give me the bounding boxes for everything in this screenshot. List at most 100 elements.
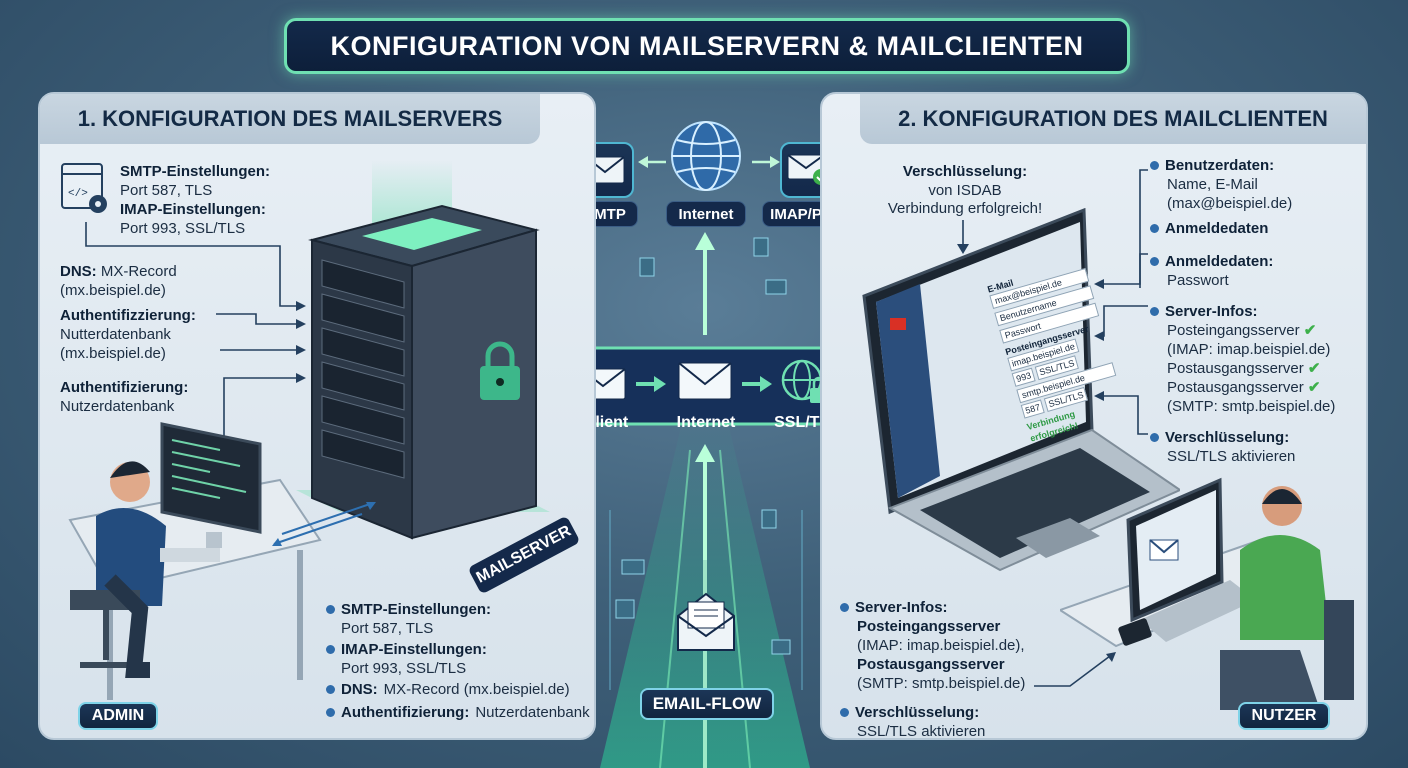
- auth1-value-2: (mx.beispiel.de): [60, 345, 166, 362]
- bullet-dot: [1150, 257, 1159, 266]
- user-data-line1: Name, E-Mail: [1167, 176, 1258, 193]
- bullet-dot: [1150, 161, 1159, 170]
- bullet-dot: [326, 605, 335, 614]
- summary-item: IMAP-Einstellungen:: [326, 640, 590, 659]
- dns-value-2: (mx.beispiel.de): [60, 282, 166, 299]
- bottom-server-info-title: Server-Infos:: [855, 599, 948, 616]
- server-line-3: Postausgangsserver ✔: [1167, 359, 1335, 378]
- code-settings-icon: </>: [61, 163, 107, 213]
- summary-auth-value: Nutzerdatenbank: [475, 704, 590, 721]
- summary-dns-value: MX-Record (mx.beispiel.de): [383, 681, 570, 698]
- bullet-dot: [1150, 307, 1159, 316]
- summary-smtp-value: Port 587, TLS: [341, 620, 434, 637]
- dns-label: DNS:: [60, 263, 97, 280]
- auth2-title: Authentifizierung:: [60, 379, 189, 396]
- open-envelope-icon: [677, 592, 735, 651]
- imap-settings-title: IMAP-Einstellungen:: [120, 201, 266, 218]
- summary-imap-value: Port 993, SSL/TLS: [341, 660, 467, 677]
- annotation-heading-row: Server-Infos:: [1150, 302, 1335, 321]
- dns-entry: DNS: MX-Record: [60, 262, 177, 281]
- page-title: KONFIGURATION VON MAILSERVERN & MAILCLIE…: [330, 30, 1084, 61]
- top-arrows: [638, 156, 780, 168]
- arrow-right-icon: [636, 376, 666, 392]
- bottom-incoming-title: Posteingangsserver: [857, 618, 1001, 635]
- mailserver-rack: [296, 160, 550, 540]
- internet-label-top: Internet: [666, 201, 746, 227]
- smtp-settings-title: SMTP-Einstellungen:: [120, 163, 270, 180]
- dns-value: MX-Record: [100, 263, 177, 280]
- server-line-1-text: Posteingangsserver: [1167, 322, 1300, 339]
- right-connectors: [1094, 169, 1148, 435]
- annotation-heading-row: Server-Infos:: [840, 598, 1025, 617]
- mailclient-panel-heading: 2. KONFIGURATION DES MAILCLIENTEN: [860, 94, 1366, 144]
- encryption-note-title: Verschlüsselung:: [902, 163, 1028, 180]
- summary-to-user-arrow: [1034, 652, 1116, 687]
- summary-auth-title: Authentifizierung:: [341, 704, 470, 721]
- server-info-title: Server-Infos:: [1165, 303, 1258, 320]
- login-title-1: Anmeldedaten: [1165, 220, 1269, 237]
- bottom-encrypt-title: Verschlüsselung:: [855, 704, 980, 721]
- check-icon: ✔: [1307, 360, 1321, 377]
- login-value: Passwort: [1167, 272, 1229, 289]
- bottom-outgoing-title: Postausgangsserver: [857, 656, 1005, 673]
- annotation-heading-row: Anmeldedaten: [1150, 219, 1335, 238]
- bullet-dot: [840, 708, 849, 717]
- client-summary: Server-Infos: Posteingangsserver (IMAP: …: [840, 598, 1025, 741]
- down-arrow-icon: [957, 220, 969, 254]
- svg-text:</>: </>: [68, 188, 88, 200]
- user-workstation: [1060, 477, 1354, 710]
- admin-to-server-arrows: [272, 502, 376, 546]
- encrypt-value: SSL/TLS aktivieren: [1167, 448, 1296, 465]
- internet-envelope-icon: [678, 362, 732, 400]
- admin-label: ADMIN: [78, 702, 158, 730]
- server-line-4-text: Postausgangsserver: [1167, 379, 1304, 396]
- bullet-dot: [326, 645, 335, 654]
- bullet-dot: [326, 685, 335, 694]
- check-icon: ✔: [1303, 322, 1317, 339]
- user-data-line2: (max@beispiel.de): [1167, 195, 1293, 212]
- mailserver-summary: SMTP-Einstellungen: Port 587, TLS IMAP-E…: [326, 600, 590, 722]
- mailserver-panel-heading: 1. KONFIGURATION DES MAILSERVERS: [40, 94, 540, 144]
- summary-item: SMTP-Einstellungen:: [326, 600, 590, 619]
- server-line-2: (IMAP: imap.beispiel.de): [1167, 341, 1331, 358]
- annotation-heading-row: Verschlüsselung:: [840, 703, 1025, 722]
- arrow-right-icon: [742, 376, 772, 392]
- encryption-note-line1: von ISDAB: [928, 182, 1002, 199]
- server-line-5: (SMTP: smtp.beispiel.de): [1167, 398, 1336, 415]
- summary-item: Authentifizierung: Nutzerdatenbank: [326, 703, 590, 722]
- flow-label-internet: Internet: [676, 414, 736, 431]
- user-data-title: Benutzerdaten:: [1165, 157, 1275, 174]
- smtp-settings-value: Port 587, TLS: [120, 182, 213, 199]
- bottom-encrypt-value: SSL/TLS aktivieren: [857, 723, 986, 740]
- auth2-value: Nutzerdatenbank: [60, 398, 175, 415]
- user-label: NUTZER: [1238, 702, 1330, 730]
- check-icon: ✔: [1307, 379, 1321, 396]
- globe-icon: [671, 121, 741, 191]
- summary-imap-title: IMAP-Einstellungen:: [341, 641, 487, 658]
- server-line-3-text: Postausgangsserver: [1167, 360, 1304, 377]
- imap-settings-value: Port 993, SSL/TLS: [120, 220, 246, 237]
- summary-item: DNS: MX-Record (mx.beispiel.de): [326, 680, 590, 699]
- admin-workstation: [68, 422, 322, 700]
- server-line-1: Posteingangsserver ✔: [1167, 321, 1335, 340]
- annotation-heading-row: Verschlüsselung:: [1150, 428, 1335, 447]
- login-title-2: Anmeldedaten:: [1165, 253, 1274, 270]
- annotation-heading-row: Anmeldedaten:: [1150, 252, 1335, 271]
- encryption-note-line2: Verbindung erfolgreich!: [887, 200, 1043, 217]
- server-line-4: Postausgangsserver ✔: [1167, 378, 1335, 397]
- summary-dns-title: DNS:: [341, 681, 378, 698]
- encrypt-title: Verschlüsselung:: [1165, 429, 1290, 446]
- left-connectors: [85, 222, 306, 442]
- bullet-dot: [1150, 433, 1159, 442]
- title-banner: KONFIGURATION VON MAILSERVERN & MAILCLIE…: [284, 18, 1130, 74]
- email-flow-label: EMAIL-FLOW: [640, 688, 774, 720]
- bottom-outgoing-value: (SMTP: smtp.beispiel.de): [857, 675, 1026, 692]
- bottom-incoming-value: (IMAP: imap.beispiel.de),: [857, 637, 1025, 654]
- bullet-dot: [326, 708, 335, 717]
- summary-smtp-title: SMTP-Einstellungen:: [341, 601, 491, 618]
- user-data-entry: Benutzerdaten: Name, E-Mail (max@beispie…: [1150, 156, 1335, 466]
- auth1-value: Nutterdatenbank: [60, 326, 171, 343]
- auth1-title: Authentifizzierung:: [60, 307, 196, 324]
- bullet-dot: [840, 603, 849, 612]
- bullet-dot: [1150, 224, 1159, 233]
